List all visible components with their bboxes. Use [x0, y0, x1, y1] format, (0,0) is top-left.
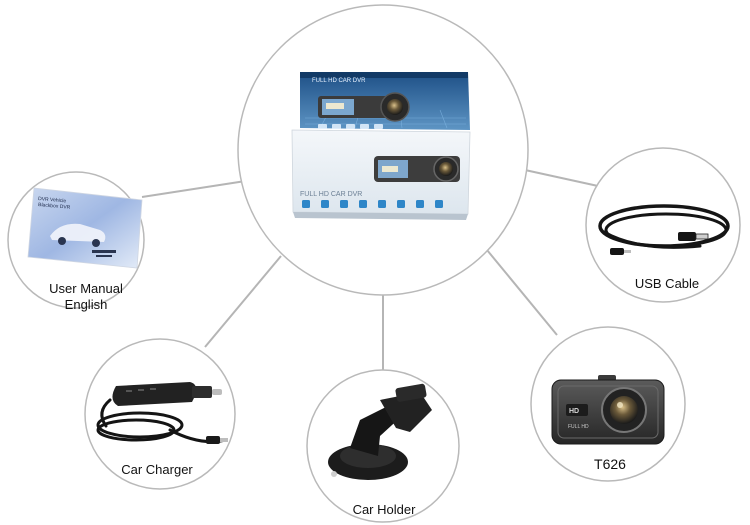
charger-label: Car Charger	[121, 462, 193, 477]
box-title: FULL HD CAR DVR	[312, 78, 366, 84]
svg-text:HD: HD	[569, 408, 579, 415]
connector-manual	[141, 179, 253, 198]
usb-cable	[598, 204, 730, 255]
box-feature-icons	[318, 124, 383, 129]
manual-label-line2: English	[64, 297, 108, 312]
holder-label: Car Holder	[352, 502, 416, 517]
car-holder	[328, 383, 432, 480]
usb-label: USB Cable	[634, 276, 700, 291]
connector-camera	[486, 249, 558, 336]
usb-circle	[585, 147, 741, 303]
t626-dash-camera: HD FULL HD	[551, 375, 665, 445]
connector-lines	[141, 169, 599, 375]
product-box: FULL HD CAR DVR FUL	[291, 72, 471, 220]
camera-body-text: FULL HD	[568, 424, 589, 430]
user-manual-booklet: DVR Vehicle Blackbox DVR	[27, 187, 143, 269]
manual-cover-text-1: DVR Vehicle	[38, 196, 67, 204]
connector-charger	[204, 255, 282, 348]
connector-usb	[524, 169, 599, 187]
box-side-title: FULL HD CAR DVR	[300, 191, 362, 198]
manual-label: User Manual English	[36, 281, 136, 313]
camera-label: T626	[594, 456, 626, 472]
car-charger	[96, 382, 228, 444]
manual-label-line1: User Manual	[49, 281, 123, 296]
manual-cover-text-2: Blackbox DVR	[38, 202, 71, 211]
box-side-icons	[302, 200, 443, 208]
